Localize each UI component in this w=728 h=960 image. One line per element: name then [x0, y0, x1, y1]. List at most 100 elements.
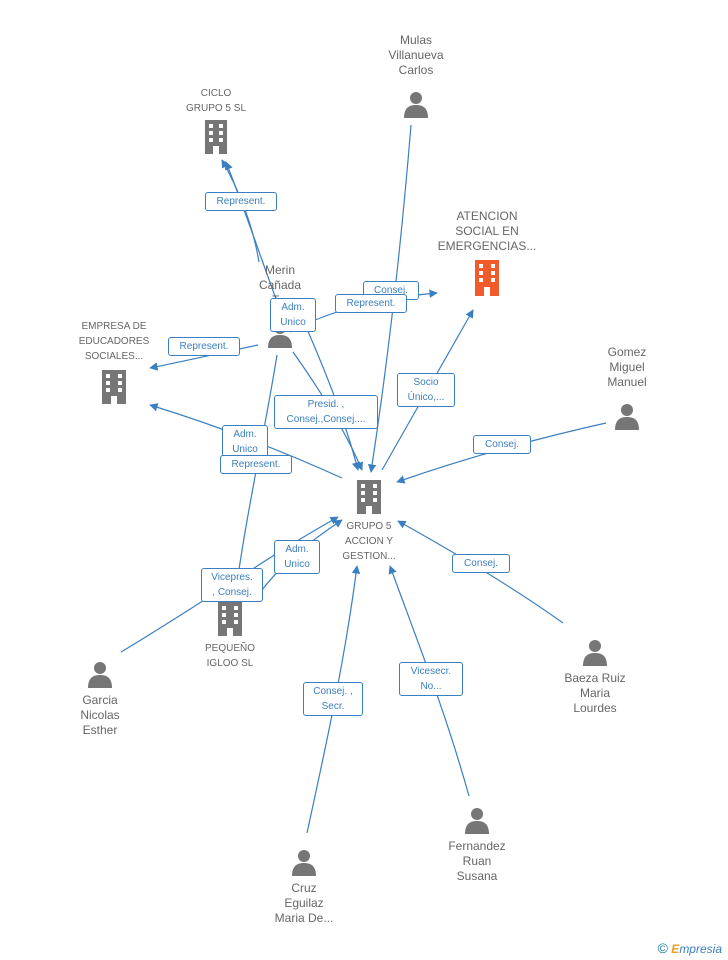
edge-label-text: Represent.: [231, 459, 281, 470]
person-icon: [583, 640, 607, 666]
person-icon: [292, 850, 316, 876]
edge-label-text: Unico: [284, 559, 310, 570]
company-node-pequeno[interactable]: PEQUEÑO IGLOO SL: [180, 602, 280, 671]
node-label-line: Susana: [456, 869, 498, 883]
node-label-line: Mulas: [399, 33, 432, 47]
edge-label-text: Unico: [232, 444, 258, 455]
node-label-line: ATENCION: [456, 209, 518, 223]
brand-watermark: © Empresia: [658, 940, 722, 956]
edge-label-text: Consej.: [464, 558, 498, 569]
node-label-line: EDUCADORES: [78, 336, 150, 347]
edge-label-text: Consej.: [485, 439, 519, 450]
node-label-line: Cañada: [258, 278, 302, 292]
person-icon: [404, 92, 428, 118]
edge-label-text: Consej.: [374, 285, 408, 296]
edge-label-represent[interactable]: Represent.: [220, 455, 292, 474]
node-label-line: Fernandez: [448, 839, 506, 853]
node-label-line: Ruan: [462, 854, 492, 868]
company-node-grupo5[interactable]: GRUPO 5 ACCION Y GESTION...: [319, 480, 419, 564]
brand-logo-letter: E: [671, 942, 680, 956]
edge-label-text: Consej. ,: [313, 686, 353, 697]
person-icon: [465, 808, 489, 834]
edge-label-text: Único,...: [407, 392, 445, 403]
node-label-line: Manuel: [607, 375, 647, 389]
edge-label-represent[interactable]: Represent.: [205, 192, 277, 211]
node-label-line: GRUPO 5: [346, 521, 392, 532]
edge-label-text: Secr.: [321, 701, 345, 712]
edge-label-text: Socio: [413, 377, 439, 388]
person-node-cruz[interactable]: Cruz Eguilaz Maria De...: [259, 848, 349, 926]
edge-label-text: Adm.: [281, 302, 305, 313]
edge-label-consej[interactable]: Consej.: [473, 435, 531, 454]
node-label-line: Maria De...: [274, 911, 334, 925]
edge-label-represent[interactable]: Represent.: [168, 337, 240, 356]
person-icon: [615, 404, 639, 430]
company-node-ciclo[interactable]: CICLO GRUPO 5 SL: [166, 86, 266, 159]
edge-label-text: Represent.: [216, 196, 266, 207]
node-label-line: Garcia: [82, 693, 118, 707]
person-node-garcia[interactable]: Garcia Nicolas Esther: [60, 660, 140, 738]
building-icon: [357, 480, 381, 514]
building-icon: [218, 602, 242, 636]
edge-label-consej-secr[interactable]: Consej. , Secr.: [303, 682, 363, 716]
node-label-line: Miguel: [609, 360, 645, 374]
person-node-fernandez[interactable]: Fernandez Ruan Susana: [432, 806, 522, 884]
building-icon-highlight: [475, 260, 499, 296]
edge-label-text: Vicesecr.: [410, 666, 452, 677]
node-label-line: Carlos: [398, 63, 434, 77]
building-icon: [205, 120, 227, 154]
edge-merin-pequeno: [231, 354, 278, 599]
node-label-line: EMPRESA DE: [81, 321, 147, 332]
node-label-line: GESTION...: [342, 551, 396, 562]
edge-label-text: Represent.: [346, 298, 396, 309]
edge-label-text: Presid. ,: [307, 399, 345, 410]
node-label-line: Gomez: [607, 345, 647, 359]
node-label-line: ACCION Y: [344, 536, 394, 547]
node-label-line: Maria: [579, 686, 610, 700]
node-label-line: IGLOO SL: [206, 658, 254, 669]
person-node-baeza[interactable]: Baeza Ruiz Maria Lourdes: [550, 638, 640, 716]
edge-mulas-grupo5: [367, 124, 412, 473]
node-label-line: Eguilaz: [284, 896, 324, 910]
edge-label-text: Consej.,Consej....: [286, 414, 366, 425]
node-label-line: Nicolas: [80, 708, 120, 722]
company-node-empresa[interactable]: EMPRESA DE EDUCADORES SOCIALES...: [59, 319, 169, 409]
edge-label-adm-unico[interactable]: Adm.Unico: [270, 298, 316, 332]
edge-label-text: Adm.: [233, 429, 257, 440]
edge-label-adm-unico[interactable]: Adm. Unico: [274, 540, 320, 574]
edge-label-text: Adm.: [285, 544, 309, 555]
node-label-line: Merin: [264, 263, 295, 277]
edge-label-presid[interactable]: Presid. , Consej.,Consej....: [274, 395, 378, 429]
edge-label-vicesecr[interactable]: Vicesecr. No...: [399, 662, 463, 696]
node-label-line: Lourdes: [573, 701, 617, 715]
node-label-line: CICLO: [200, 88, 232, 99]
edge-label-adm-unico[interactable]: Adm. Unico: [222, 425, 268, 459]
brand-logo-text: mpresia: [679, 942, 722, 956]
node-label-line: Villanueva: [388, 48, 444, 62]
building-icon: [102, 370, 126, 404]
node-label-line: Baeza Ruiz: [564, 671, 626, 685]
node-label-line: PEQUEÑO: [204, 643, 255, 654]
node-label-line: GRUPO 5 SL: [185, 103, 247, 114]
node-label-line: SOCIALES...: [84, 351, 144, 362]
edge-label-represent[interactable]: Represent.: [335, 294, 407, 313]
edge-label-text: No...: [420, 681, 442, 692]
edge-merin-empresa: [149, 344, 259, 371]
person-icon: [88, 662, 112, 688]
node-label-line: Esther: [82, 723, 118, 737]
edge-label-vicepres[interactable]: Vicepres. , Consej.: [201, 568, 263, 602]
edge-label-text: , Consej.: [212, 587, 252, 598]
node-label-line: Cruz: [291, 881, 317, 895]
person-node-mulas[interactable]: Mulas Villanueva Carlos: [366, 33, 466, 123]
node-label-line: EMERGENCIAS...: [437, 239, 537, 253]
edge-label-text: Represent.: [179, 341, 229, 352]
edge-label-consej[interactable]: Consej.: [452, 554, 510, 573]
copyright-icon: ©: [657, 940, 668, 956]
company-node-atencion[interactable]: ATENCION SOCIAL EN EMERGENCIAS...: [427, 209, 547, 301]
edge-merin-ciclo-a: [221, 159, 260, 263]
edge-label-text: Vicepres.: [211, 572, 253, 583]
person-node-gomez[interactable]: Gomez Miguel Manuel: [587, 345, 667, 435]
node-label-line: SOCIAL EN: [455, 224, 519, 238]
